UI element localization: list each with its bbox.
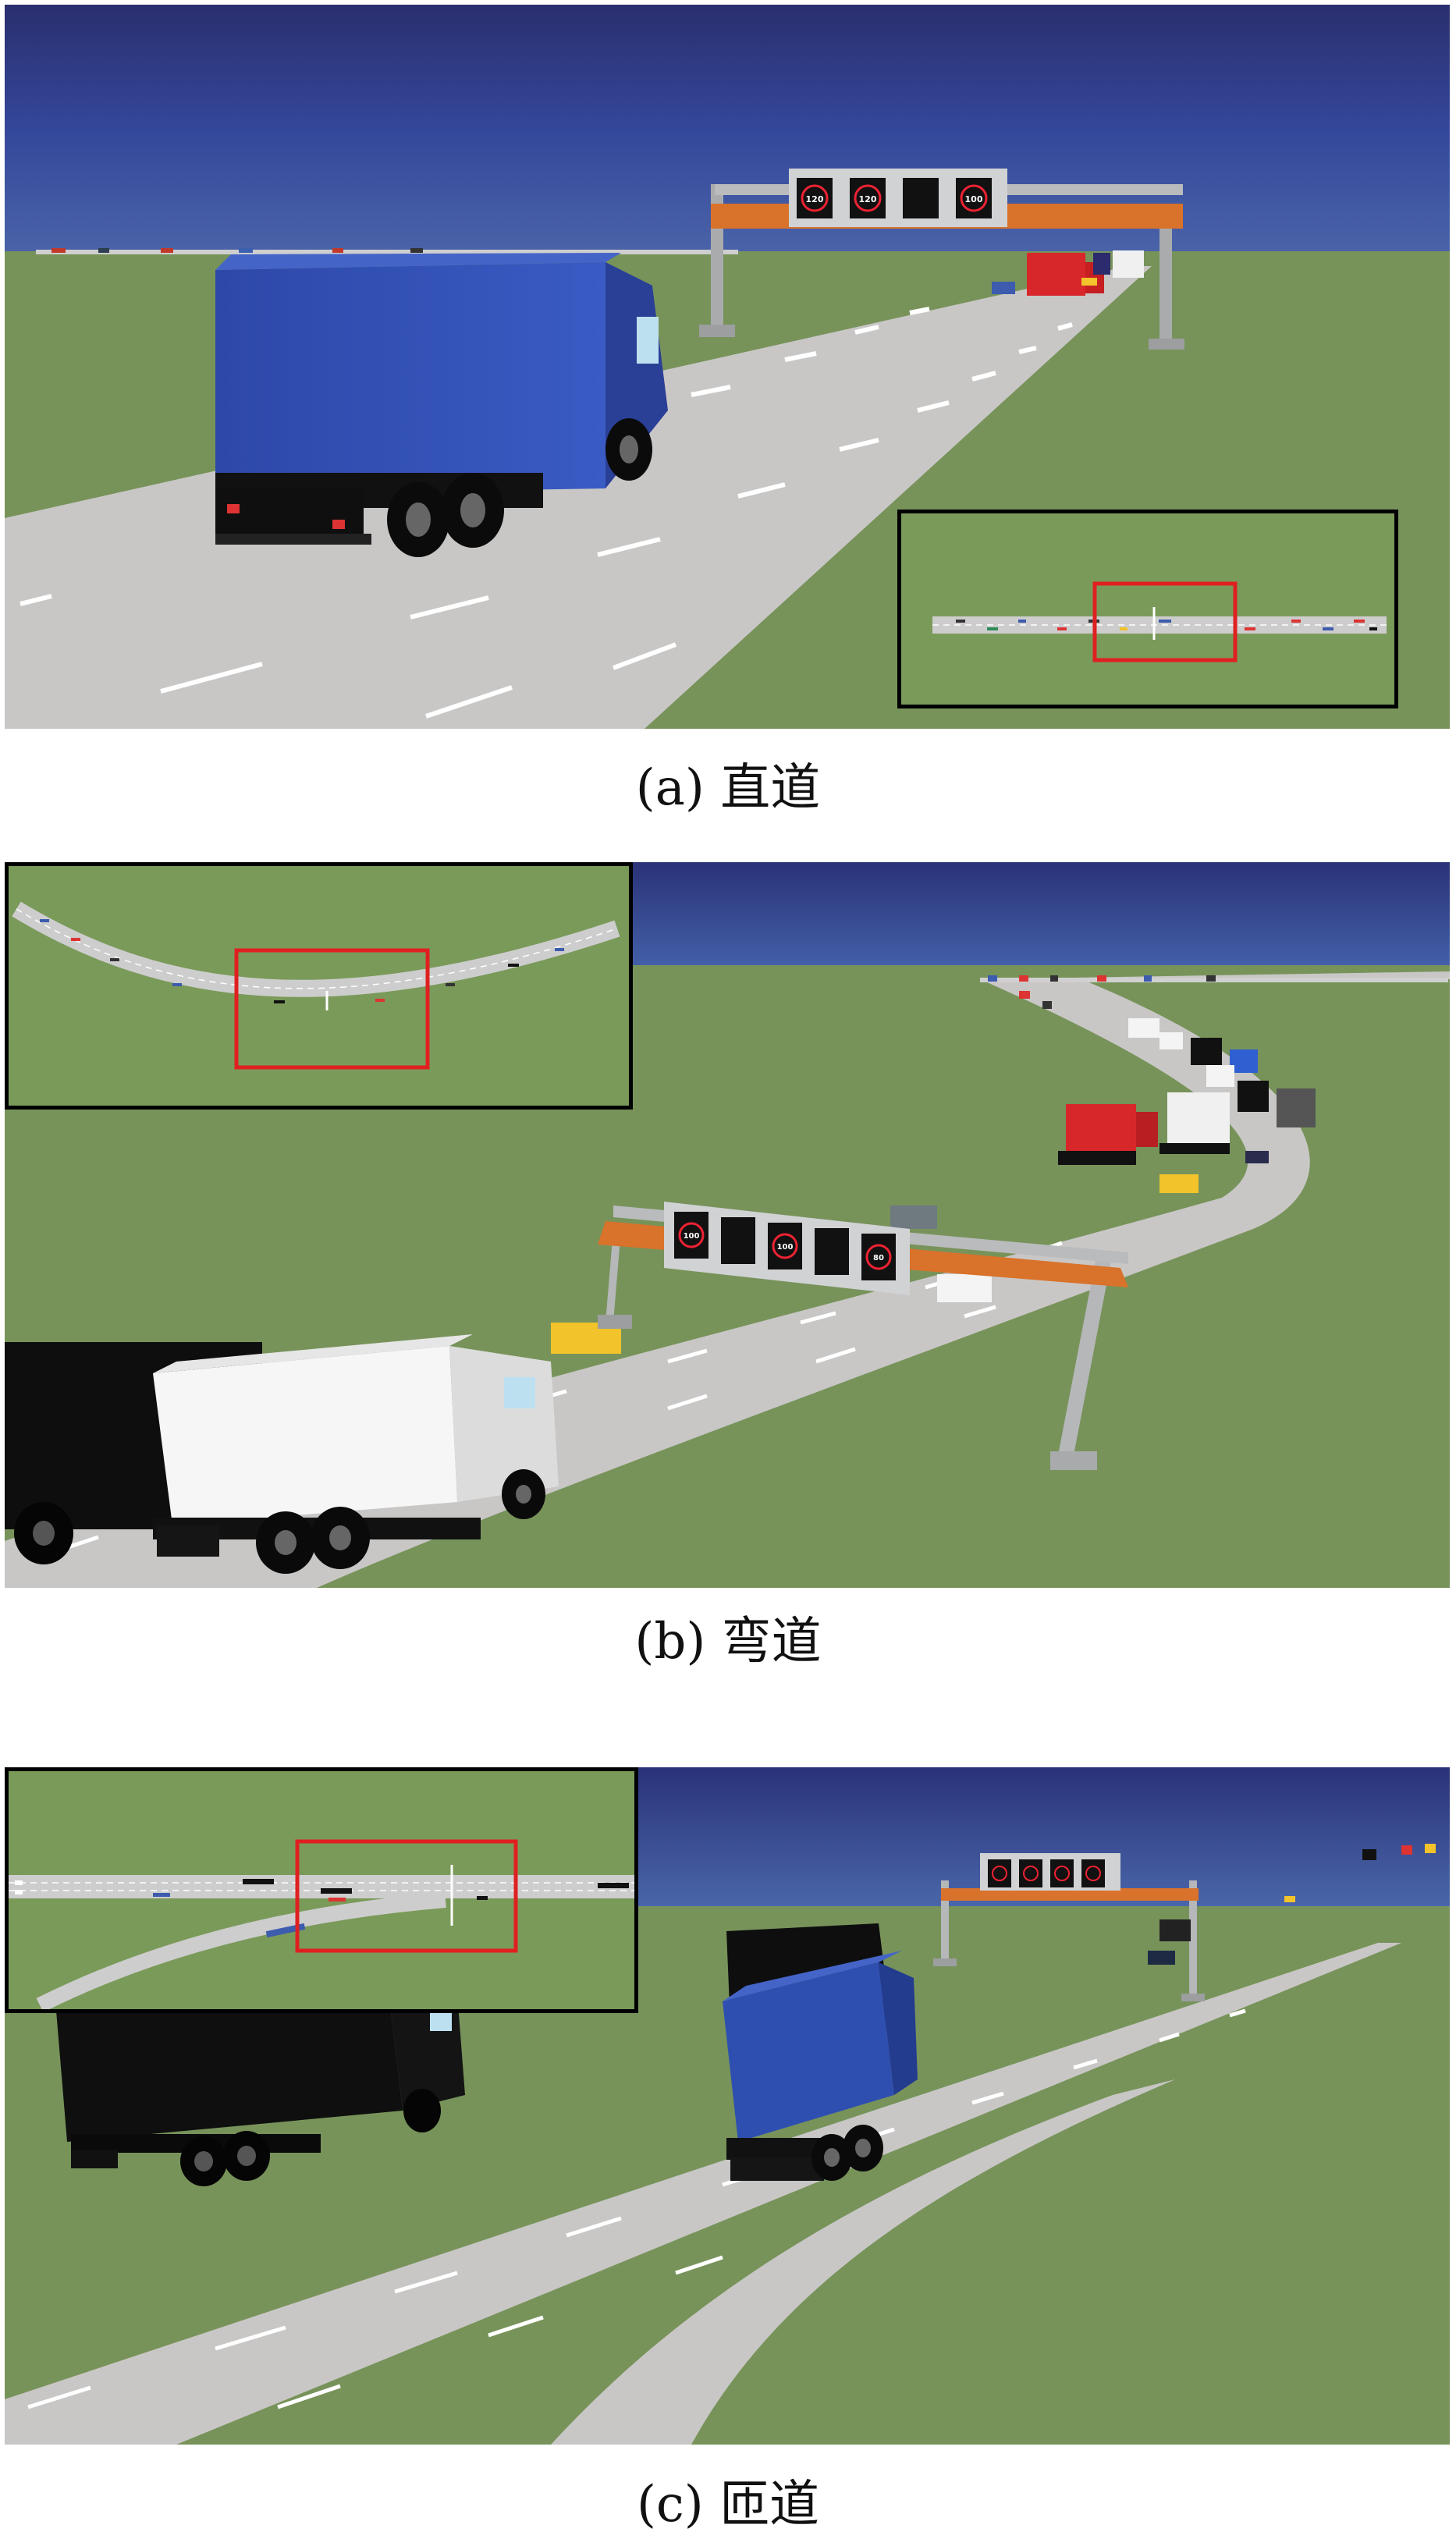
speed-limit-text: 80 [873, 1254, 884, 1262]
caption-a: (a) 直道 [635, 759, 821, 817]
speed-limit-text: 100 [684, 1232, 700, 1241]
panel-b-curved-road: 100 100 80 [5, 862, 1450, 1588]
panel-c-ramp-road [5, 1767, 1450, 2445]
blue-truck [215, 253, 668, 557]
caption-c: (c) 匝道 [636, 2476, 820, 2534]
lane-markings [20, 307, 1073, 719]
inset-road [932, 616, 1387, 634]
white-truck [153, 1334, 559, 1574]
black-truck-left [55, 1978, 465, 2186]
distant-traffic [980, 975, 1448, 1127]
distant-traffic [36, 248, 738, 254]
inset-main-road [9, 1875, 634, 1898]
main-road [5, 1943, 1401, 2445]
speed-limit-text: 120 [859, 194, 877, 204]
ramp-road [551, 2079, 1175, 2445]
road [5, 266, 1152, 729]
highlight-box [295, 1839, 518, 1953]
gantry-sign: 120 120 100 [699, 169, 1184, 350]
gantry-sign [933, 1853, 1205, 2001]
inset-vehicles [40, 919, 564, 1003]
speed-limit-text: 100 [777, 1243, 794, 1252]
caption-b: (b) 弯道 [634, 1613, 822, 1671]
highlight-box [1092, 581, 1238, 662]
blue-truck [723, 1951, 918, 2181]
far-vehicles [992, 250, 1144, 296]
straight-road-scene: 120 120 100 [5, 5, 1450, 729]
top-view-inset [897, 510, 1398, 708]
speed-limit-text: 120 [806, 194, 824, 204]
panel-a-straight-road: 120 120 100 [5, 5, 1450, 729]
top-view-inset [5, 862, 633, 1110]
highlight-box [234, 948, 430, 1070]
top-view-inset [5, 1767, 638, 2013]
gantry-sign: 100 100 80 [598, 1202, 1128, 1470]
speed-limit-text: 100 [965, 194, 983, 204]
inset-ramp [36, 1892, 446, 2009]
far-vehicles [1148, 1844, 1436, 1965]
